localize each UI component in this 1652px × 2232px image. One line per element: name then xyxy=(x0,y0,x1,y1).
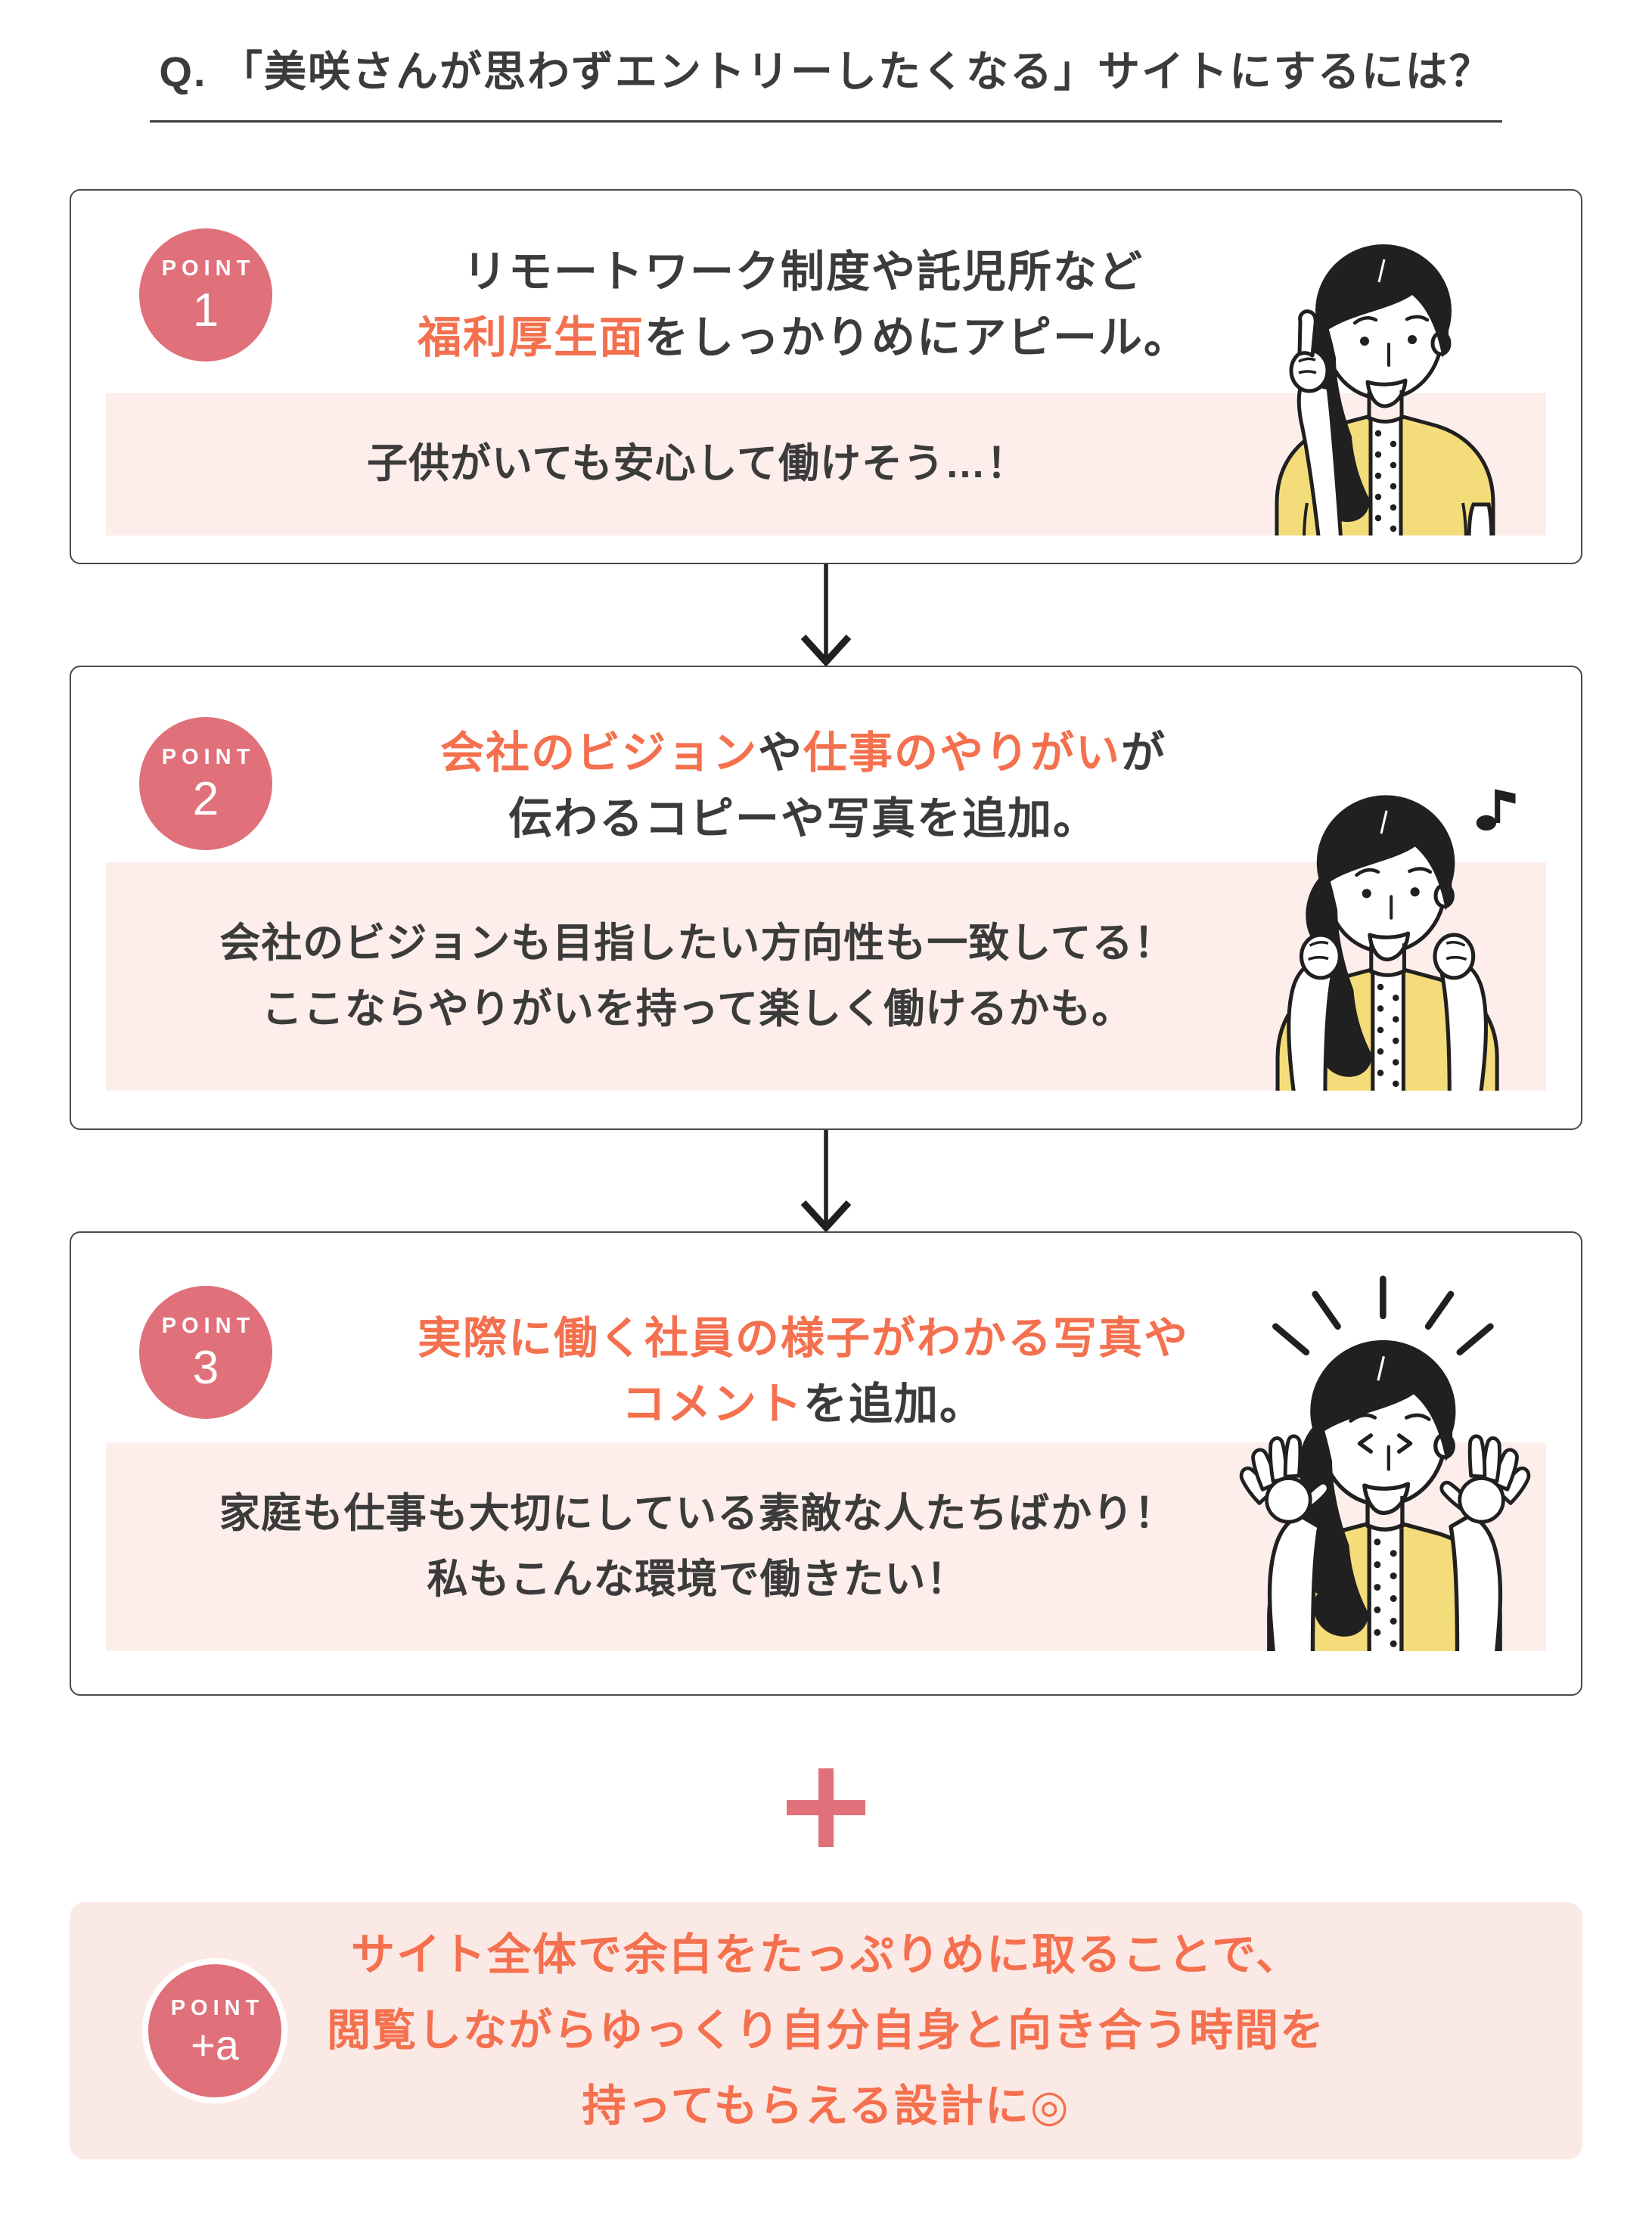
badge-label: POINT xyxy=(161,256,256,281)
plus-connector xyxy=(0,1768,1652,1847)
point-3-badge: POINT 3 xyxy=(139,1286,272,1419)
point-2-badge: POINT 2 xyxy=(139,717,272,850)
point-card-1: POINT 1 リモートワーク制度や託児所など 福利厚生面をしっかりめにアピール… xyxy=(70,189,1582,564)
page-title: Q. 「美咲さんが思わずエントリーしたくなる」サイトにするには？ xyxy=(150,38,1502,123)
sparkle-rays-icon xyxy=(1272,1275,1494,1356)
title-row: Q. 「美咲さんが思わずエントリーしたくなる」サイトにするには？ xyxy=(0,0,1652,123)
heading-accent-text: 実際に働く社員の様子がわかる写真や xyxy=(417,1314,1189,1363)
heading-text: をしっかりめにアピール。 xyxy=(644,313,1190,362)
badge-number: 2 xyxy=(192,772,219,825)
point-3-heading: 実際に働く社員の様子がわかる写真や コメントを追加。 xyxy=(313,1305,1293,1437)
extra-text: サイト全体で余白をたっぷりめに取ることで、 閲覧しながらゆっくり自分自身と向き合… xyxy=(327,1917,1325,2144)
flow-connector-2 xyxy=(0,1130,1652,1231)
heading-text: を追加。 xyxy=(803,1380,986,1429)
badge-number: 3 xyxy=(192,1341,219,1394)
point-extra-card: POINT +a サイト全体で余白をたっぷりめに取ることで、 閲覧しながらゆっく… xyxy=(70,1902,1582,2159)
woman-pointing-up-illustration xyxy=(1275,244,1495,535)
woman-cheering-illustration xyxy=(1239,1275,1531,1651)
heading-accent-text: 仕事のやりがい xyxy=(803,728,1122,778)
heading-accent-text: コメント xyxy=(621,1380,803,1429)
heading-text: が xyxy=(1121,728,1167,778)
extra-line: 閲覧しながらゆっくり自分自身と向き合う時間を xyxy=(326,2006,1325,2056)
badge-number: +a xyxy=(191,2020,239,2069)
speech-line: 会社のビジョンも目指したい方向性も一致してる！ xyxy=(219,920,1175,966)
badge-label: POINT xyxy=(161,1313,256,1338)
point-1-heading: リモートワーク制度や託児所など 福利厚生面をしっかりめにアピール。 xyxy=(313,239,1293,371)
heading-text: や xyxy=(757,728,803,778)
speech-line: 子供がいても安心して働けそう…！ xyxy=(366,441,1029,487)
speech-line: 私もこんな環境で働きたい！ xyxy=(427,1557,968,1602)
heading-text: リモートワーク制度や託児所など xyxy=(462,247,1144,296)
extra-line: サイト全体で余白をたっぷりめに取ることで、 xyxy=(351,1930,1301,1980)
point-card-2: POINT 2 会社のビジョンや仕事のやりがいが 伝わるコピーや写真を追加。 会… xyxy=(70,666,1582,1130)
arrow-down-icon xyxy=(800,564,852,666)
point-2-speech-band: 会社のビジョンも目指したい方向性も一致してる！ ここならやりがいを持って楽しく働… xyxy=(106,862,1546,1091)
heading-accent-text: 会社のビジョン xyxy=(439,728,758,778)
point-1-badge: POINT 1 xyxy=(139,228,272,362)
point-2-heading: 会社のビジョンや仕事のやりがいが 伝わるコピーや写真を追加。 xyxy=(313,720,1293,852)
speech-line: 家庭も仕事も大切にしている素敵な人たちばかり！ xyxy=(219,1490,1176,1536)
flow-connector-1 xyxy=(0,564,1652,666)
plus-icon xyxy=(787,1768,865,1847)
badge-label: POINT xyxy=(161,744,256,769)
music-note-icon xyxy=(1476,789,1516,831)
speech-line: ここならやりがいを持って楽しく働けるかも。 xyxy=(261,986,1134,1032)
badge-number: 1 xyxy=(192,284,219,337)
heading-accent-text: 福利厚生面 xyxy=(417,313,644,362)
extra-line: 持ってもらえる設計に◎ xyxy=(582,2081,1070,2131)
point-extra-badge: POINT +a xyxy=(142,1958,287,2103)
point-card-3: POINT 3 実際に働く社員の様子がわかる写真や コメントを追加。 家庭も仕事… xyxy=(70,1231,1582,1696)
heading-text: 伝わるコピーや写真を追加。 xyxy=(508,794,1098,843)
woman-humming-illustration xyxy=(1275,789,1516,1091)
badge-label: POINT xyxy=(170,1995,265,2020)
arrow-down-icon xyxy=(800,1130,852,1231)
